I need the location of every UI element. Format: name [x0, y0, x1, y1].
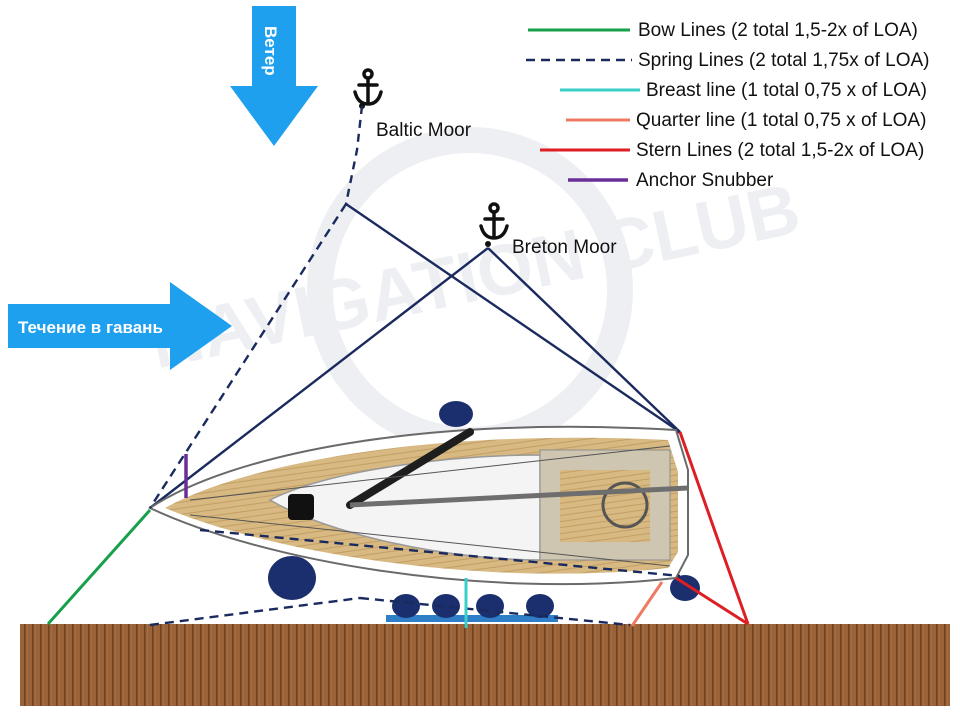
hatch — [288, 494, 314, 520]
stanchion-rail-lower — [189, 514, 671, 567]
yacht — [147, 425, 689, 586]
spring-line-fwd-pier — [359, 596, 631, 627]
breton-moor-label: Breton Moor — [512, 237, 617, 258]
wind-label: Ветер — [261, 26, 280, 76]
breton-rode-bow — [149, 247, 489, 509]
baltic-spring-to-bow — [148, 203, 348, 509]
legend: Bow Lines (2 total 1,5-2x of LOA) Spring… — [526, 20, 930, 191]
helm-wheel — [601, 481, 649, 529]
fenders — [268, 401, 700, 601]
current-label: Течение в гавань — [18, 318, 163, 337]
bow-line — [46, 508, 152, 626]
breton-rode-stern — [487, 247, 681, 433]
stanchion-rail — [189, 445, 671, 501]
spring-line-aft — [199, 528, 681, 578]
legend-quarter-label: Quarter line (1 total 0,75 x of LOA) — [636, 110, 926, 131]
gangway — [386, 615, 558, 622]
spring-lines — [148, 203, 681, 627]
legend-bow-label: Bow Lines (2 total 1,5-2x of LOA) — [638, 20, 918, 41]
watermark-text: NAVIGATION CLUB — [143, 169, 806, 385]
boom — [346, 428, 474, 509]
anchor-icon — [479, 202, 509, 240]
spring-line-forward — [149, 596, 361, 627]
baltic-rode — [344, 105, 364, 205]
breton-anchor-point — [485, 241, 491, 247]
baltic-moor-label: Baltic Moor — [376, 120, 472, 141]
current-arrow: Течение в гавань — [8, 282, 232, 370]
stern-lines — [675, 431, 750, 626]
wind-arrow: Ветер — [230, 6, 318, 146]
anchor-icon — [353, 68, 383, 106]
legend-stern-label: Stern Lines (2 total 1,5-2x of LOA) — [636, 140, 924, 161]
pier — [20, 624, 950, 706]
legend-snubber-label: Anchor Snubber — [636, 170, 774, 191]
baltic-rode-stern — [345, 203, 681, 433]
quarter-line — [630, 581, 664, 627]
legend-spring-label: Spring Lines (2 total 1,75x of LOA) — [638, 50, 930, 71]
legend-breast-label: Breast line (1 total 0,75 x of LOA) — [646, 80, 927, 101]
cockpit-floor — [560, 470, 650, 542]
mainsheet-track — [349, 485, 689, 508]
